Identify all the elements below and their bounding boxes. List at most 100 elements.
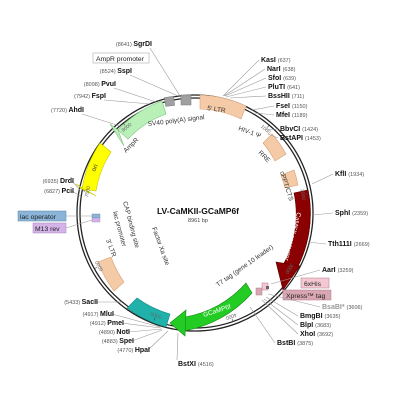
plasmid-name: LV-CaMKII-GCaMP6f: [157, 206, 239, 216]
tick-mark: [267, 124, 270, 128]
restriction-site-label: KasI (637): [261, 57, 291, 64]
hiv-label: HIV-1 Ψ: [237, 125, 261, 140]
site-leader: [129, 74, 179, 97]
factorxa-feature: [266, 286, 269, 289]
lacop-label: lac operator: [20, 214, 57, 221]
restriction-site-label: BstBI (3875): [277, 340, 313, 347]
site-leader: [81, 113, 121, 127]
site-leader: [311, 173, 334, 185]
site-leader: [267, 133, 279, 139]
restriction-site-label: NarI (638): [267, 66, 296, 73]
site-leader: [149, 47, 181, 97]
site-leader: [307, 241, 327, 245]
ori-arrowhead: [75, 183, 97, 197]
site-leader: [265, 296, 299, 317]
restriction-sites: (8641) SgrDI (8524) SspI (8098) PvuI (7942)…: [43, 41, 370, 368]
site-leader: [103, 99, 151, 105]
tick-label: 3000: [283, 262, 294, 275]
tick-mark: [291, 269, 295, 272]
rre-feature: [262, 133, 287, 162]
site-leader: [113, 87, 157, 103]
site-leader: [270, 269, 321, 285]
site-leader: [223, 68, 266, 97]
site-leader: [121, 322, 162, 329]
restriction-site-label: (6827) PciI: [44, 188, 74, 195]
site-leader: [251, 105, 275, 111]
restriction-site-label: BsaBI* (3606): [322, 304, 363, 311]
site-leader: [261, 299, 299, 335]
tick-mark: [122, 122, 126, 126]
ampr-promoter-feature: [180, 94, 192, 106]
ltr5-label: 5' LTR: [207, 105, 227, 115]
site-leader: [71, 180, 81, 191]
site-leader: [267, 293, 321, 308]
restriction-site-label: (4890) NotI: [99, 329, 130, 336]
ltr3-feature: [97, 256, 125, 292]
cppt-feature: [280, 169, 299, 189]
restriction-site-label: SphI (2359): [335, 210, 368, 217]
restriction-site-label: BstXI (4516): [178, 361, 214, 368]
restriction-site-label: (4912) PmeI: [90, 320, 124, 327]
restriction-site-label: (7720) AhdI: [51, 107, 84, 114]
m13-feature: [91, 217, 101, 223]
restriction-site-label: BssHII (711): [268, 93, 304, 100]
site-leader: [222, 59, 260, 97]
restriction-site-label: MfeI (1189): [276, 112, 308, 119]
restriction-site-label: BstAPI (1453): [280, 135, 321, 142]
tick-mark: [305, 193, 309, 195]
t7-label: T7 tag (gene 10 leader): [215, 244, 275, 289]
restriction-site-label: (8641) SgrDI: [116, 41, 152, 48]
his-label: 6xHis: [304, 281, 322, 288]
plasmid-size: 8961 bp: [188, 218, 208, 224]
restriction-site-label: FseI (1150): [276, 103, 308, 110]
ampr-promoter-label-box: [92, 52, 150, 64]
ori-feature: [81, 142, 112, 192]
ori-label: ori: [90, 163, 99, 173]
restriction-site-label: (7942) FspI: [74, 93, 106, 100]
site-leader: [254, 112, 275, 116]
lac-operator-feature: [91, 213, 101, 219]
restriction-site-label: (8098) PvuI: [84, 81, 116, 88]
site-leader: [131, 329, 163, 342]
site-leader: [111, 313, 161, 328]
ampr-feature: [117, 100, 167, 140]
site-leader: [263, 298, 299, 326]
site-leader: [229, 95, 267, 99]
restriction-site-label: (5433) SacII: [64, 299, 98, 306]
restriction-site-label: SfoI (639): [268, 75, 296, 82]
tick-label: 6000: [94, 259, 105, 272]
xpress-label: Xpress™ tag: [286, 293, 326, 300]
ltr5-feature: [199, 94, 247, 120]
restriction-site-label: (4883) SpeI: [102, 338, 134, 345]
site-leader: [312, 212, 334, 216]
restriction-site-label: XhoI (3692): [300, 331, 333, 338]
restriction-site-label: Tth111I (2669): [328, 241, 370, 248]
site-leader: [147, 330, 169, 351]
tick-label: 5000: [150, 310, 163, 320]
tick-mark: [94, 266, 98, 269]
tick-mark: [231, 318, 234, 322]
restriction-site-label: (8524) SspI: [100, 68, 132, 75]
site-leader: [249, 306, 276, 344]
m13-label: M13 rev: [35, 226, 60, 233]
xpress-label-box: [282, 289, 332, 301]
restriction-site-label: (4770) HpaI: [117, 347, 150, 354]
tick-label: 8000: [121, 122, 134, 134]
restriction-site-label: (4917) MluI: [83, 311, 114, 318]
site-leader: [127, 328, 163, 333]
ampr-arrowhead: [109, 123, 125, 147]
backbone-outer: [76, 94, 314, 332]
site-leader: [224, 77, 267, 97]
sv40-polyA-feature: [164, 96, 175, 107]
restriction-site-label: KflI (1934): [335, 171, 364, 178]
tick-label: 4000: [225, 311, 238, 320]
gcamp-arrowhead: [169, 309, 187, 337]
ampr-label: AmpR: [122, 136, 140, 154]
xpress-feature: [255, 287, 263, 296]
tick-mark: [82, 190, 86, 192]
restriction-site-label: AarI (3259): [322, 267, 354, 274]
tick-mark: [153, 317, 156, 321]
site-leader: [264, 128, 279, 131]
tick-label: 7000: [84, 186, 92, 198]
